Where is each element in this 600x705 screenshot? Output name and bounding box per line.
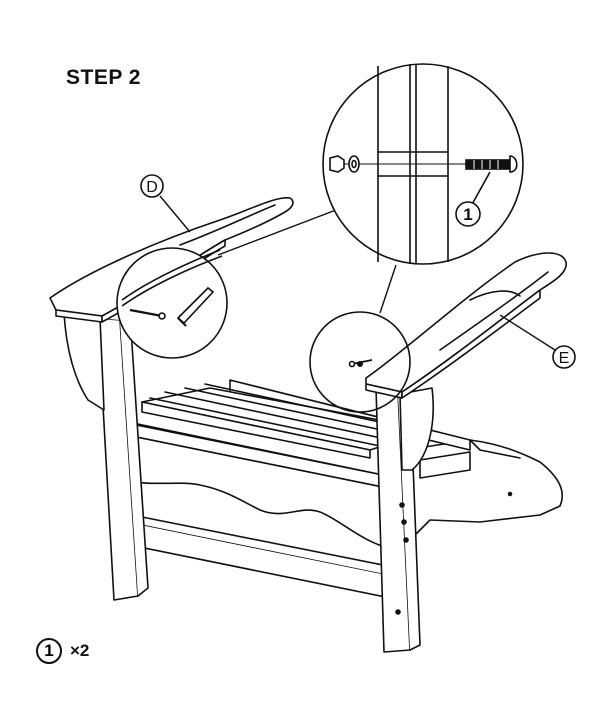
rear-leg-right — [407, 439, 564, 541]
step-title: STEP 2 — [66, 66, 141, 89]
label-part-D: D — [140, 174, 164, 198]
detail-allen-key — [116, 247, 228, 359]
svg-text:E: E — [559, 350, 570, 367]
front-apron — [111, 431, 389, 549]
svg-text:1: 1 — [463, 205, 472, 224]
hardware-quantity: 1 ×2 — [36, 638, 89, 664]
label-part-1: 1 — [455, 201, 481, 227]
armrest-right — [365, 252, 567, 393]
label-part-E: E — [552, 345, 576, 369]
detail-bolt-location — [309, 311, 411, 413]
part-number-badge: 1 — [36, 638, 62, 664]
quantity-count: ×2 — [70, 641, 90, 660]
detail-bolt-assembly — [322, 63, 524, 265]
svg-text:D: D — [146, 179, 158, 196]
